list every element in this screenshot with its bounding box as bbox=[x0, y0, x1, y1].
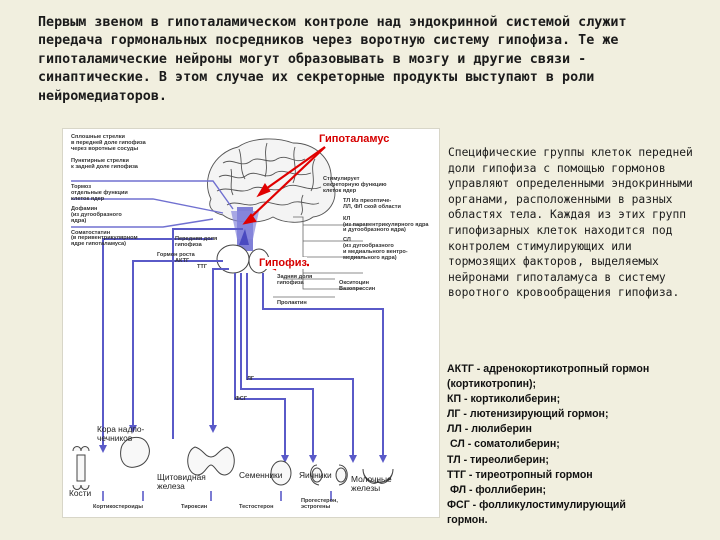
adrenal-label: Кора надпо- чечников bbox=[97, 424, 145, 443]
hormone-label: Гормон роста bbox=[157, 252, 195, 258]
thyroid-label: Щитовидная железа bbox=[157, 472, 206, 491]
abbreviation-item: СЛ - соматолиберин; bbox=[447, 438, 560, 451]
brain-drawing bbox=[207, 138, 336, 223]
nucleus-line: ядра) bbox=[71, 217, 87, 224]
right-nuclei: ТЛ Из преоптиче- ЛЛ, ФЛ ской области КЛ … bbox=[343, 198, 429, 261]
abbreviation-item: ФСГ - фолликулостимулирующий bbox=[447, 498, 626, 511]
pituitary-callout: Гипофиз bbox=[259, 257, 307, 269]
bottom-corticosteroids: Кортикостероиды bbox=[93, 504, 143, 510]
posterior-hormones: Окситоцин Вазопрессин bbox=[339, 280, 376, 292]
nucleus-line: Соматостатин bbox=[71, 229, 111, 236]
ovaries-shape bbox=[310, 464, 348, 486]
bottom-progesterone: Прогестерон, эстрогены bbox=[301, 498, 338, 510]
hormone-label: АКТГ bbox=[175, 257, 190, 264]
nucleus-line: Дофамин bbox=[71, 206, 98, 212]
abbreviation-list: АКТГ - адренокортикотропный гормон (корт… bbox=[447, 362, 709, 528]
hypothalamus-callout: Гипоталамус bbox=[319, 133, 390, 145]
mammary-label: Молочные железы bbox=[351, 474, 392, 493]
bone-shape bbox=[72, 446, 90, 490]
endocrine-diagram: Сплошные стрелки в передней доле гипофиз… bbox=[62, 128, 440, 518]
legend-dashed-arrows: Пунктирные стрелки к задней доле гипофиз… bbox=[71, 158, 181, 171]
nucleus-line: ядре гипоталамуса) bbox=[71, 241, 127, 248]
intro-paragraph: Первым звеном в гипоталамическом контрол… bbox=[38, 15, 627, 104]
nucleus-line: (из дугообразного bbox=[71, 211, 122, 218]
legend-inhibition: Тормоз отдельные функции клеток ядер bbox=[71, 184, 181, 203]
legend-line: Пунктирные стрелки bbox=[71, 158, 129, 164]
legend-line: через воротные сосуды bbox=[71, 145, 139, 152]
right-description: Специфические группы клеток передней дол… bbox=[448, 146, 693, 300]
abbreviation-item: гормон. bbox=[447, 513, 488, 526]
right-legend: Стимулирует секреторную функцию клеток я… bbox=[323, 176, 387, 194]
organ-drawings bbox=[72, 436, 394, 490]
legend-line: клеток ядер bbox=[71, 195, 105, 202]
legend-line: отдельные функции bbox=[71, 189, 128, 196]
testes-label: Семенники bbox=[239, 470, 283, 480]
nucleus-line: (в перивентрикулярном bbox=[71, 235, 138, 242]
ovaries-label: Яичники bbox=[299, 470, 332, 480]
left-hormones: Гормон роста АКТГ ТТГ bbox=[157, 252, 217, 271]
mammary-shape bbox=[362, 468, 394, 484]
legend-line: Сплошные стрелки bbox=[71, 134, 125, 140]
abbreviation-item: (кортикотропин); bbox=[447, 378, 537, 391]
abbreviation-item: ТТГ - тиреотропный гормон bbox=[447, 468, 593, 481]
prolactin-label: Пролактин bbox=[277, 300, 307, 306]
abbreviation-item: ФЛ - фоллиберин; bbox=[447, 483, 547, 496]
posterior-pituitary-label: Задняя доля гипофиза bbox=[277, 274, 313, 286]
legend-line: Тормоз bbox=[71, 184, 92, 190]
legend-line: в передней доле гипофиза bbox=[71, 139, 146, 146]
abbreviation-item: ЛГ - лютенизирующий гормон; bbox=[447, 408, 609, 421]
hormone-label: ТТГ bbox=[197, 263, 208, 270]
bones-label: Кости bbox=[69, 488, 92, 498]
left-nuclei-labels: Дофамин (из дугообразного ядра) Соматост… bbox=[71, 206, 181, 248]
diagram-drawing bbox=[71, 138, 394, 501]
legend-solid-arrows: Сплошные стрелки в передней доле гипофиз… bbox=[71, 134, 181, 153]
thyroid-shape bbox=[187, 446, 235, 476]
legend-line: к задней доле гипофиза bbox=[71, 163, 138, 170]
abbreviation-item: АКТГ - адренокортикотропный гормон bbox=[447, 363, 650, 375]
fsg-label: ФСГ bbox=[235, 396, 247, 402]
anterior-pituitary-label: Передняя доля гипофиза bbox=[175, 236, 218, 248]
bottom-thyroxine: Тироксин bbox=[181, 504, 208, 510]
abbreviation-item: ТЛ - тиреолиберин; bbox=[447, 453, 549, 466]
lg-label: ЛГ bbox=[247, 376, 255, 382]
abbreviation-item: ЛЛ - люлиберин bbox=[447, 423, 532, 436]
bottom-testosterone: Тестостерон bbox=[239, 504, 274, 510]
testes-shape bbox=[270, 460, 292, 486]
abbreviation-item: КП - кортиколиберин; bbox=[447, 393, 561, 406]
adrenal-shape bbox=[120, 436, 150, 468]
